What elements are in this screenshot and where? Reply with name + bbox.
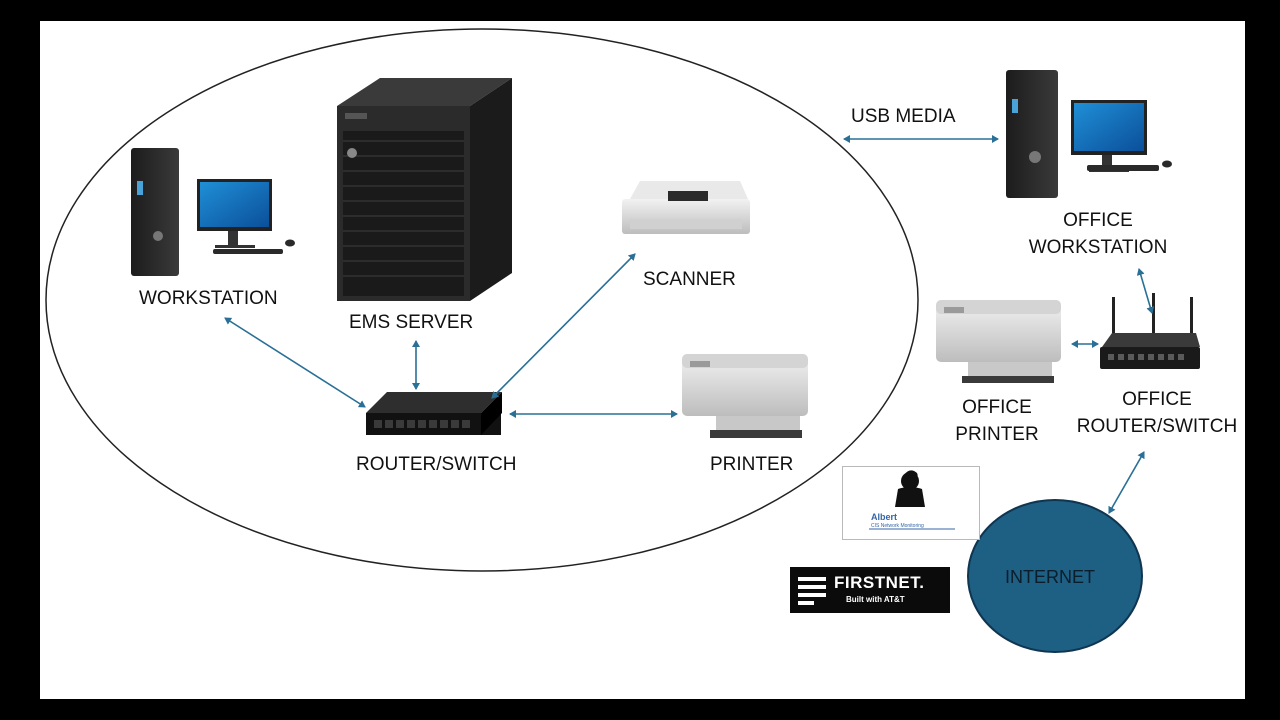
firstnet-stripes-icon [798, 577, 826, 605]
label-office-router-line1: OFFICE [1122, 389, 1192, 410]
router-switch-device [366, 392, 502, 435]
firstnet-name: FIRSTNET. [834, 573, 925, 592]
label-office-printer: OFFICE PRINTER [940, 394, 1054, 448]
firstnet-logo: FIRSTNET. Built with AT&T [790, 567, 950, 613]
label-internet: INTERNET [1005, 567, 1095, 587]
label-workstation: WORKSTATION [139, 288, 278, 309]
albert-subtitle: CIS Network Monitoring [871, 523, 924, 529]
arrow-workstation-router [224, 317, 366, 408]
label-scanner: SCANNER [643, 269, 736, 290]
albert-silhouette-icon [869, 470, 955, 530]
arrow-router-internet [1108, 451, 1145, 514]
label-office-router: OFFICE ROUTER/SWITCH [1071, 386, 1243, 440]
office-router-device [1100, 293, 1200, 369]
arrow-office-ws-router [1136, 268, 1155, 314]
label-office-workstation-line2: WORKSTATION [1028, 237, 1168, 258]
office-workstation-device [1006, 70, 1172, 198]
label-ems-server: EMS SERVER [349, 312, 474, 333]
internal-network-boundary [45, 28, 919, 572]
scanner-device [622, 181, 750, 234]
albert-name: Albert [871, 512, 898, 522]
ems-server-device [337, 78, 512, 301]
diagram-slide: WORKSTATION EMS SERVER SCANNER ROUTER/SW… [40, 21, 1245, 699]
label-printer: PRINTER [710, 454, 794, 475]
label-usb-media: USB MEDIA [851, 106, 956, 127]
diagram-canvas [45, 28, 1200, 653]
label-office-workstation-line1: OFFICE [1063, 210, 1133, 231]
printer-device [682, 354, 808, 438]
firstnet-subtitle: Built with AT&T [846, 595, 905, 604]
albert-logo: Albert CIS Network Monitoring [842, 466, 980, 540]
label-office-printer-line2: PRINTER [955, 424, 1039, 445]
label-office-router-line2: ROUTER/SWITCH [1076, 416, 1238, 437]
arrow-scanner-router [491, 253, 636, 399]
label-router-switch: ROUTER/SWITCH [356, 454, 517, 475]
office-printer-device [936, 300, 1061, 383]
workstation-device [131, 148, 295, 276]
label-office-printer-line1: OFFICE [962, 397, 1032, 418]
label-office-workstation: OFFICE WORKSTATION [1024, 207, 1172, 261]
internet-node [967, 499, 1143, 653]
